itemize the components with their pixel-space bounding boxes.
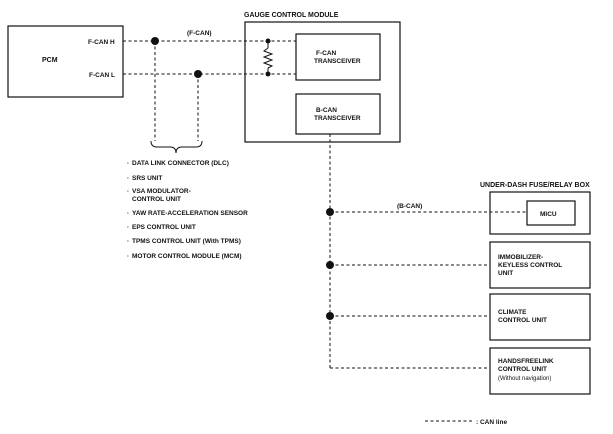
handsfree-line2: CONTROL UNIT — [498, 366, 547, 373]
gauge-module-box — [244, 21, 401, 143]
bcan-junction-climate — [326, 312, 334, 320]
svg-text:·: · — [127, 224, 129, 231]
fcan-transceiver-box — [295, 33, 381, 81]
bcan-junction-immobilizer — [326, 261, 334, 269]
dlc-item-6: TPMS CONTROL UNIT (With TPMS) — [132, 238, 241, 245]
immobilizer-line3: UNIT — [498, 270, 513, 277]
svg-text:·: · — [127, 238, 129, 245]
fcan-transceiver-line1: F-CAN — [316, 50, 337, 57]
gauge-module-title: GAUGE CONTROL MODULE — [244, 12, 339, 19]
micu-label: MICU — [540, 211, 557, 218]
dlc-item-7: MOTOR CONTROL MODULE (MCM) — [132, 253, 242, 260]
bcan-transceiver-line2: TRANSCEIVER — [314, 115, 361, 122]
bcan-transceiver-box — [295, 93, 381, 135]
fuse-box-title: UNDER-DASH FUSE/RELAY BOX — [480, 182, 590, 189]
pcm-label: PCM — [42, 57, 58, 64]
bcan-bus-label: (B-CAN) — [397, 203, 422, 210]
svg-text:·: · — [127, 188, 129, 195]
dlc-item-3: CONTROL UNIT — [132, 196, 181, 203]
pcm-pin-fcan-h: F-CAN H — [88, 39, 115, 46]
immobilizer-line2: KEYLESS CONTROL — [498, 262, 562, 269]
dlc-item-4: YAW RATE-ACCELERATION SENSOR — [132, 210, 248, 217]
fcan-bus-label: (F-CAN) — [187, 30, 212, 37]
dlc-item-2: VSA MODULATOR- — [132, 188, 191, 195]
bcan-transceiver-line1: B-CAN — [316, 107, 337, 114]
micu-box — [526, 200, 576, 226]
pcm-box — [7, 25, 124, 98]
fcan-transceiver-line2: TRANSCEIVER — [314, 58, 361, 65]
dlc-brace — [150, 140, 203, 154]
dlc-item-0: DATA LINK CONNECTOR (DLC) — [132, 160, 229, 167]
handsfree-line1: HANDSFREELINK — [498, 358, 554, 365]
pcm-pin-fcan-l: F-CAN L — [89, 72, 115, 79]
fuse-box-outline — [489, 191, 591, 235]
termination-resistor — [262, 47, 274, 69]
svg-text:·: · — [127, 160, 129, 167]
immobilizer-line1: IMMOBILIZER- — [498, 254, 543, 261]
svg-text:·: · — [127, 175, 129, 182]
handsfree-line3: (Without navigation) — [498, 376, 551, 382]
handsfree-box — [489, 347, 591, 395]
dlc-item-5: EPS CONTROL UNIT — [132, 224, 196, 231]
legend-can-line-label: : CAN line — [476, 419, 507, 426]
dlc-item-1: SRS UNIT — [132, 175, 162, 182]
climate-line2: CONTROL UNIT — [498, 317, 547, 324]
svg-text:·: · — [127, 253, 129, 260]
climate-box — [489, 293, 591, 341]
svg-text:·: · — [127, 210, 129, 217]
dlc-connected-units: · DATA LINK CONNECTOR (DLC) · SRS UNIT ·… — [127, 160, 248, 260]
immobilizer-box — [489, 241, 591, 289]
climate-line1: CLIMATE — [498, 309, 527, 316]
bcan-junction-micu — [326, 208, 334, 216]
